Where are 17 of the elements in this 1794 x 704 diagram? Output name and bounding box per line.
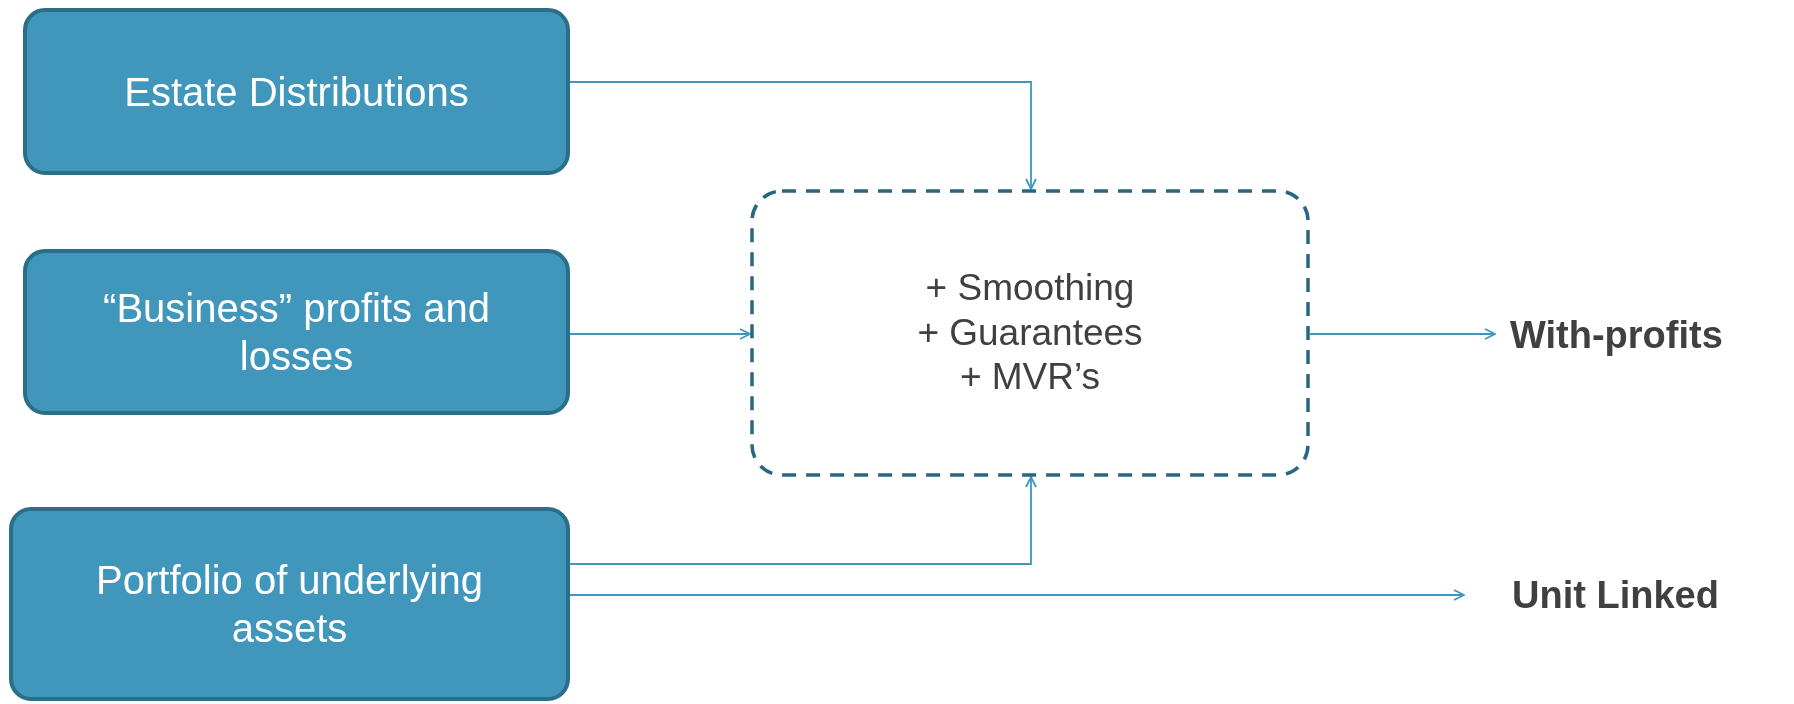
process-box (23, 8, 570, 175)
box-label: + Guarantees (917, 310, 1143, 355)
arrow (569, 81, 1037, 190)
box-label: “Business” profits and losses (102, 285, 491, 380)
box-label: + Smoothing (925, 266, 1135, 311)
output-label: With-profits (1510, 313, 1723, 357)
dashed-process-box (750, 189, 1310, 477)
box-label: + MVR’s (959, 355, 1101, 400)
arrow (569, 328, 751, 340)
arrow (569, 589, 1465, 601)
box-label: Portfolio of underlying assets (95, 557, 484, 652)
arrow (569, 476, 1037, 565)
arrow (1309, 328, 1496, 340)
process-box (9, 507, 570, 701)
output-label: Unit Linked (1512, 573, 1719, 617)
box-label: Estate Distributions (124, 68, 469, 116)
process-box (23, 249, 570, 415)
